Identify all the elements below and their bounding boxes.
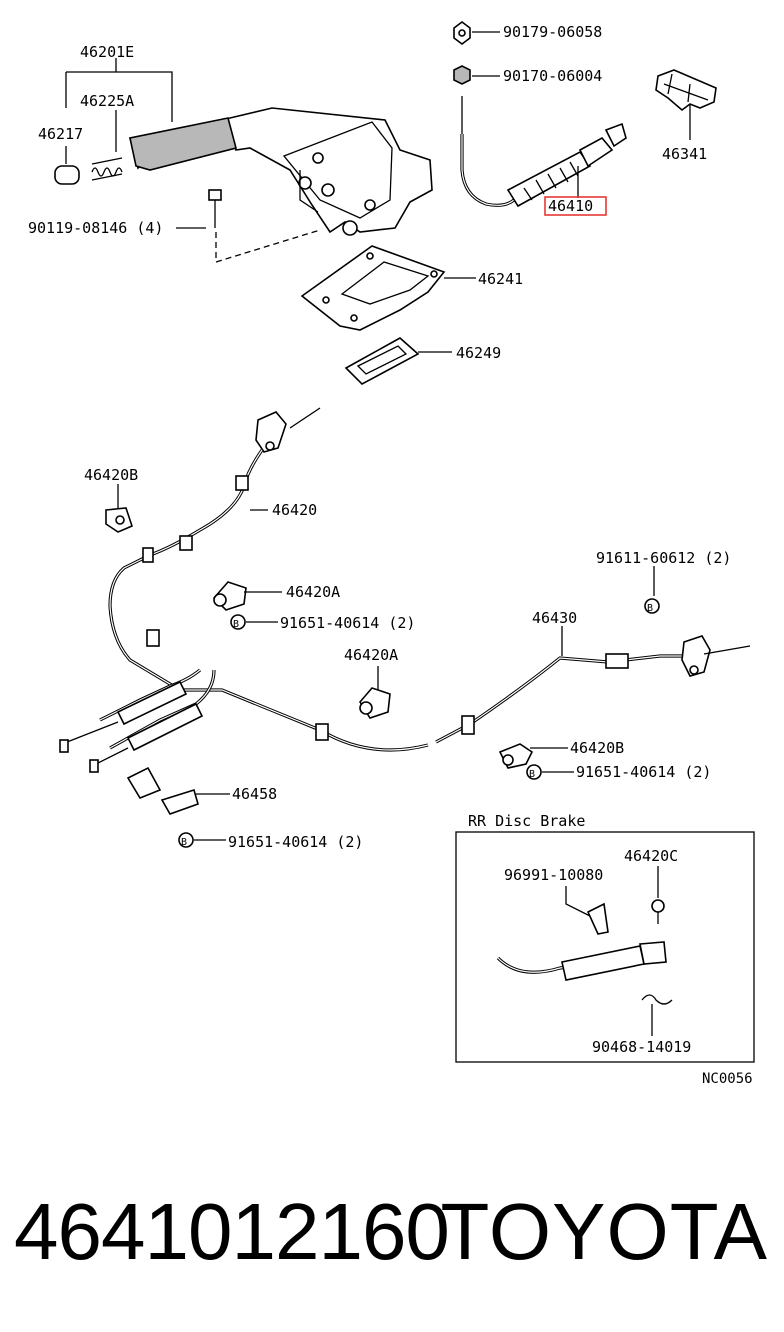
drawing-code: NC0056 bbox=[702, 1071, 753, 1087]
label-46217: 46217 bbox=[38, 125, 83, 143]
label-46225a: 46225A bbox=[80, 92, 134, 110]
cable-46410[interactable] bbox=[460, 96, 627, 208]
nut-90179[interactable] bbox=[453, 21, 471, 45]
label-91651-1: 91651-40614 (2) bbox=[280, 614, 415, 632]
label-90179: 90179-06058 bbox=[503, 23, 602, 41]
part-number: 4641012160 bbox=[14, 1187, 450, 1276]
inset-title: RR Disc Brake bbox=[468, 812, 585, 830]
label-90119: 90119-08146 (4) bbox=[28, 219, 163, 237]
clip-46458-a[interactable] bbox=[126, 766, 162, 799]
label-46420b-top: 46420B bbox=[84, 466, 138, 484]
label-46458: 46458 bbox=[232, 785, 277, 803]
pin-46420c[interactable] bbox=[651, 899, 665, 924]
bracket-96991[interactable] bbox=[586, 902, 609, 935]
label-46430: 46430 bbox=[532, 609, 577, 627]
bolt-mark: B bbox=[529, 769, 535, 780]
label-91651-3: 91651-40614 (2) bbox=[228, 833, 363, 851]
clamp-46420b-2[interactable] bbox=[498, 743, 534, 769]
clamp-46420b-top[interactable] bbox=[105, 507, 133, 533]
boot-46249[interactable] bbox=[344, 337, 420, 385]
label-46420c: 46420C bbox=[624, 847, 678, 865]
label-91651-2: 91651-40614 (2) bbox=[576, 763, 711, 781]
lever-assembly-46201e[interactable] bbox=[129, 107, 433, 236]
bolt-91651-1[interactable]: B bbox=[230, 614, 246, 630]
bolt-90119[interactable] bbox=[208, 189, 222, 228]
bolt-91651-3[interactable]: B bbox=[178, 832, 194, 848]
parking-brake-diagram: B B B bbox=[28, 21, 755, 1087]
cable-46420[interactable] bbox=[108, 407, 429, 752]
clip-90468[interactable] bbox=[641, 994, 673, 1005]
cable-46430[interactable] bbox=[435, 635, 751, 744]
plate-46241[interactable] bbox=[300, 245, 446, 331]
bolt-mark: B bbox=[233, 619, 239, 630]
nut-90170[interactable] bbox=[453, 65, 471, 85]
label-46410: 46410 bbox=[548, 197, 593, 215]
label-96991: 96991-10080 bbox=[504, 866, 603, 884]
bolt-mark: B bbox=[647, 603, 653, 614]
label-46420a-2: 46420A bbox=[344, 646, 398, 664]
label-46201e: 46201E bbox=[80, 43, 134, 61]
clip-46420a-1[interactable] bbox=[212, 581, 247, 611]
label-91611: 91611-60612 (2) bbox=[596, 549, 731, 567]
label-46420b-2: 46420B bbox=[570, 739, 624, 757]
label-46249: 46249 bbox=[456, 344, 501, 362]
clip-46458[interactable] bbox=[160, 788, 199, 815]
inset-cable[interactable] bbox=[496, 941, 667, 981]
bolt-mark: B bbox=[181, 837, 187, 848]
inset-box bbox=[455, 831, 755, 1063]
clip-46341[interactable] bbox=[655, 69, 717, 112]
bolt-91611[interactable]: B bbox=[644, 598, 660, 614]
button-46217[interactable] bbox=[54, 165, 80, 185]
label-46420a-1: 46420A bbox=[286, 583, 340, 601]
spring-46225a[interactable] bbox=[91, 157, 123, 181]
bolt-91651-2[interactable]: B bbox=[526, 764, 542, 780]
label-46341: 46341 bbox=[662, 145, 707, 163]
label-90468: 90468-14019 bbox=[592, 1038, 691, 1056]
cable-ends-left[interactable] bbox=[59, 668, 216, 773]
clip-46420a-2[interactable] bbox=[359, 687, 391, 719]
label-46241: 46241 bbox=[478, 270, 523, 288]
brand-name: TOYOTA bbox=[440, 1187, 768, 1276]
label-90170: 90170-06004 bbox=[503, 67, 602, 85]
label-46420: 46420 bbox=[272, 501, 317, 519]
